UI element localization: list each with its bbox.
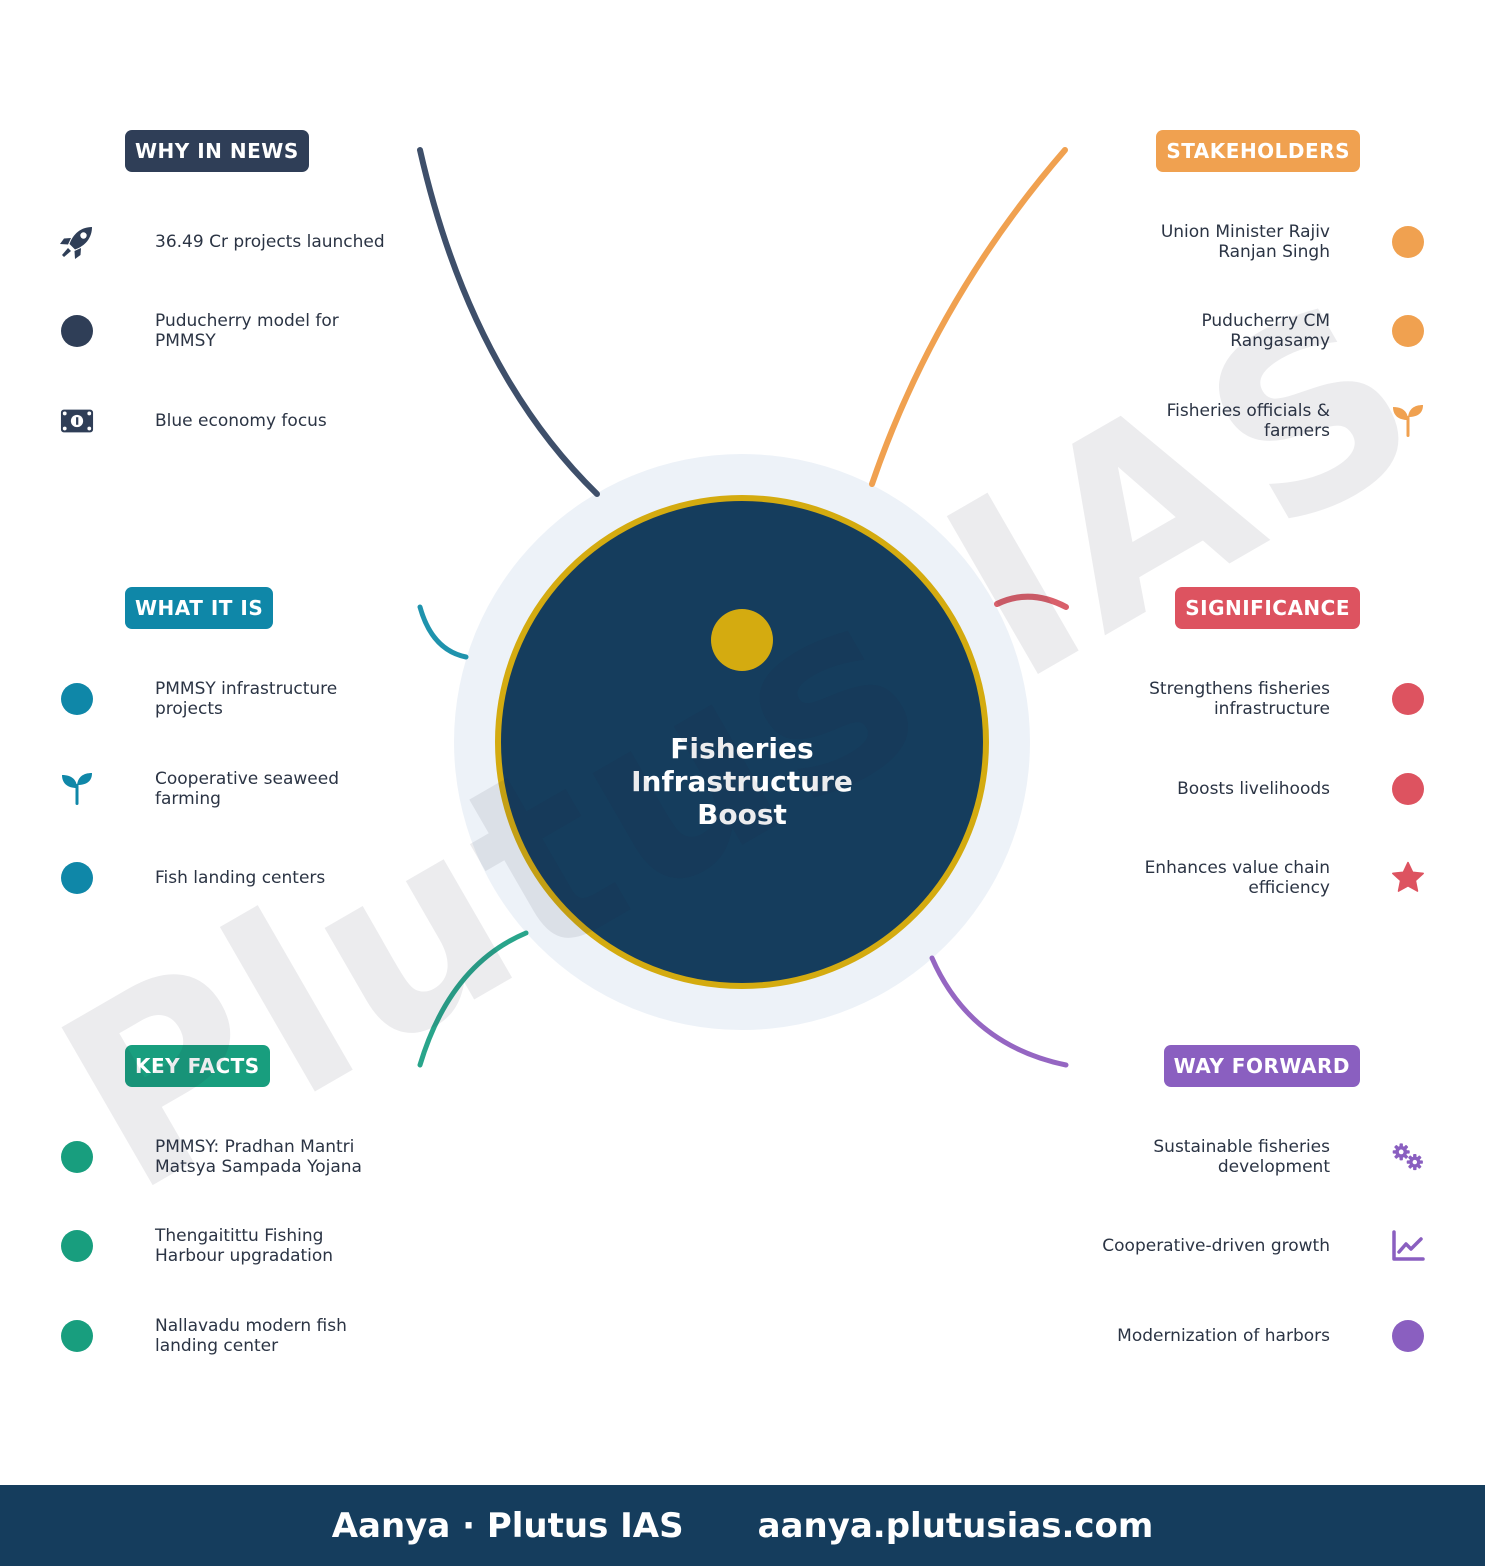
seedling-icon: [1391, 404, 1425, 438]
facts-item-2: Thengaitittu Fishing Harbour upgradation: [155, 1226, 334, 1266]
center-title: Fisheries Infrastructure Boost: [592, 732, 892, 831]
dot-icon: [1391, 772, 1425, 806]
why-item-1: 36.49 Cr projects launched: [155, 232, 385, 252]
money-bill-icon: [60, 404, 94, 438]
section-label-stakeholders: STAKEHOLDERS: [1156, 130, 1360, 172]
footer-bar: Aanya · Plutus IAS aanya.plutusias.com: [0, 1485, 1485, 1566]
dot-icon: [1391, 314, 1425, 348]
connector-way: [929, 955, 1069, 1068]
connector-stake: [869, 147, 1068, 487]
way-item-1: Sustainable fisheries development: [1153, 1137, 1330, 1177]
center-title-line: Fisheries: [670, 732, 814, 765]
dot-icon: [1391, 225, 1425, 259]
stake-item-3: Fisheries officials & farmers: [1166, 401, 1330, 441]
sig-item-3: Enhances value chain efficiency: [1144, 858, 1330, 898]
center-dot: [711, 609, 773, 671]
facts-item-3: Nallavadu modern fish landing center: [155, 1316, 347, 1356]
rocket-icon: [60, 225, 94, 259]
dot-icon: [60, 861, 94, 895]
section-label-what-it-is: WHAT IT IS: [125, 587, 274, 629]
chart-line-icon: [1391, 1229, 1425, 1263]
gears-icon: [1391, 1140, 1425, 1174]
stake-item-2: Puducherry CM Rangasamy: [1201, 311, 1330, 351]
section-label-significance: SIGNIFICANCE: [1175, 587, 1360, 629]
connector-sig: [994, 593, 1069, 610]
dot-icon: [60, 314, 94, 348]
center-title-line: Boost: [697, 798, 787, 831]
section-label-why-in-news: WHY IN NEWS: [125, 130, 309, 172]
dot-icon: [1391, 682, 1425, 716]
dot-icon: [1391, 1319, 1425, 1353]
footer-url: aanya.plutusias.com: [757, 1505, 1154, 1546]
what-item-3: Fish landing centers: [155, 868, 326, 888]
dot-icon: [60, 1140, 94, 1174]
seedling-icon: [60, 772, 94, 806]
sig-item-1: Strengthens fisheries infrastructure: [1149, 679, 1330, 719]
facts-item-1: PMMSY: Pradhan Mantri Matsya Sampada Yoj…: [155, 1137, 362, 1177]
dot-icon: [60, 1319, 94, 1353]
dot-icon: [60, 1229, 94, 1263]
what-item-2: Cooperative seaweed farming: [155, 769, 339, 809]
connector-facts: [417, 930, 529, 1068]
dot-icon: [60, 682, 94, 716]
connector-why: [417, 147, 600, 497]
way-item-2: Cooperative-driven growth: [1102, 1236, 1330, 1256]
star-icon: [1391, 861, 1425, 895]
center-circle: [495, 495, 989, 989]
section-label-key-facts: KEY FACTS: [125, 1045, 270, 1087]
why-item-3: Blue economy focus: [155, 411, 327, 431]
footer-brand: Aanya · Plutus IAS: [331, 1505, 684, 1546]
center-title-line: Infrastructure: [631, 765, 853, 798]
way-item-3: Modernization of harbors: [1117, 1326, 1330, 1346]
stake-item-1: Union Minister Rajiv Ranjan Singh: [1160, 222, 1330, 262]
sig-item-2: Boosts livelihoods: [1177, 779, 1330, 799]
why-item-2: Puducherry model for PMMSY: [155, 311, 339, 351]
what-item-1: PMMSY infrastructure projects: [155, 679, 338, 719]
section-label-way-forward: WAY FORWARD: [1163, 1045, 1360, 1087]
connector-what: [417, 604, 469, 660]
